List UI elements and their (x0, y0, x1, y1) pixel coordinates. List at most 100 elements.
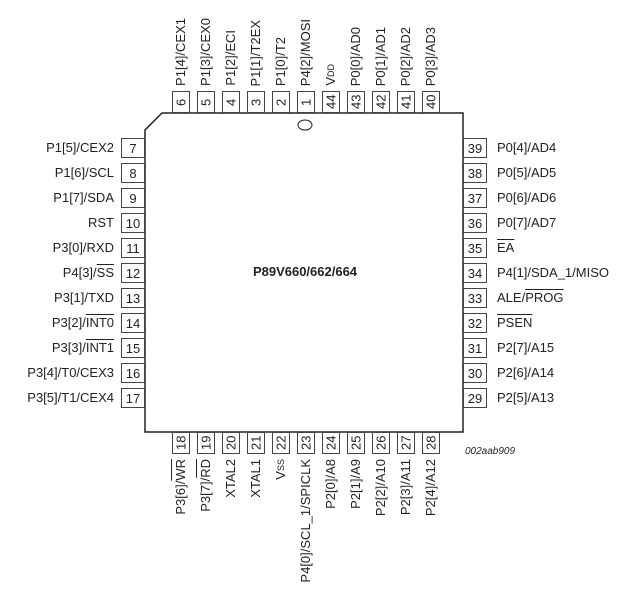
pin-label: P0[7]/AD7 (497, 216, 556, 229)
pin-label-segment: WR (173, 459, 188, 481)
pin-label: EA (497, 241, 514, 254)
pin-label-segment: P4[1]/SDA_1/MISO (497, 265, 609, 280)
pin-label: P2[6]/A14 (497, 366, 554, 379)
pin-label: P0[1]/AD1 (373, 26, 388, 86)
pin-label-segment: P2[2]/A10 (373, 459, 388, 517)
pin-label-segment: EA (497, 240, 515, 255)
pin-label-segment: V (273, 471, 288, 480)
pin-label: ALE/PROG (497, 291, 563, 304)
pin-label: P2[4]/A12 (423, 459, 438, 517)
pin-label-segment: PROG (525, 290, 564, 305)
pin-label: P0[4]/AD4 (497, 141, 556, 154)
pin-number-box: 1 (297, 91, 315, 113)
pin-label: P3[7]/RD (198, 459, 213, 512)
pin-label-segment: XTAL2 (223, 459, 238, 498)
pin-number-box: 33 (463, 288, 487, 308)
pin-label-segment: PSEN (497, 315, 533, 330)
pin-label-segment: INT0 (85, 315, 114, 330)
pin-label: P1[7]/SDA (53, 191, 114, 204)
pin-number-box: 25 (347, 432, 365, 454)
pin-number-box: 26 (372, 432, 390, 454)
pin-label-segment: P0[4]/AD4 (497, 140, 557, 155)
pin-label-segment: P1[5]/CEX2 (46, 140, 114, 155)
pin-label-segment: P2[0]/A8 (323, 459, 338, 509)
pin-number-box: 9 (121, 188, 145, 208)
pin-label: P1[1]/T2EX (248, 19, 263, 86)
pin-label-segment: SS (96, 265, 114, 280)
pin-label-segment: P3[7]/ (198, 477, 213, 512)
pin-label: P1[2]/ECI (223, 30, 238, 86)
pin-number-box: 36 (463, 213, 487, 233)
pin-number-box: 21 (247, 432, 265, 454)
pin-label-segment: P0[3]/AD3 (423, 26, 438, 86)
pin-number-box: 2 (272, 91, 290, 113)
pin-label: P0[2]/AD2 (398, 27, 413, 86)
pin-label-segment: P1[2]/ECI (223, 30, 238, 86)
pin-label-segment: P2[5]/A13 (497, 390, 555, 405)
pin-label-segment: RST (88, 215, 114, 230)
pin-label: P3[5]/T1/CEX4 (27, 391, 114, 404)
pin-label-segment: INT1 (85, 340, 114, 355)
pin-label-segment: P4[0]/SCL_1/SPICLK (298, 459, 313, 583)
pin-label: P3[4]/T0/CEX3 (27, 366, 114, 379)
pin-label: P0[3]/AD3 (423, 26, 438, 86)
pin-label: P1[3]/CEX0 (198, 18, 213, 86)
pin-label-segment: P3[4]/T0/CEX3 (27, 365, 114, 380)
pin-label: P0[6]/AD6 (497, 191, 556, 204)
pin-number-box: 8 (121, 163, 145, 183)
pin-label-segment: P0[0]/AD0 (348, 26, 363, 86)
pin-label: P1[6]/SCL (55, 166, 114, 179)
pin-number-box: 44 (322, 91, 340, 113)
pin-label: P2[2]/A10 (373, 459, 388, 517)
pin-number-box: 38 (463, 163, 487, 183)
pin-label-segment: RD (198, 459, 213, 478)
pin-number-box: 6 (172, 91, 190, 113)
pin-label: P3[2]/INT0 (52, 316, 114, 329)
pin-label: VDD (323, 64, 338, 86)
pin-label: RST (88, 216, 114, 229)
pin-number-box: 41 (397, 91, 415, 113)
pin-number-box: 13 (121, 288, 145, 308)
pin-number-box: 7 (121, 138, 145, 158)
pin-label-segment: P3[2]/ (51, 315, 86, 330)
pin-label-segment: P2[7]/A15 (497, 340, 555, 355)
pin-number-box: 31 (463, 338, 487, 358)
pin-label-segment: P3[5]/T1/CEX4 (27, 390, 114, 405)
pin-label: P1[0]/T2 (273, 37, 288, 86)
figure-code: 002aab909 (465, 446, 516, 457)
pin-label: P2[5]/A13 (497, 391, 554, 404)
pin-number-box: 11 (121, 238, 145, 258)
pin-number-box: 34 (463, 263, 487, 283)
pin-label-segment: DD (326, 64, 336, 78)
pin-label-segment: P4[2]/MOSI (298, 18, 313, 86)
pin-number-box: 35 (463, 238, 487, 258)
pin-number-box: 29 (463, 388, 487, 408)
pin-number-box: 30 (463, 363, 487, 383)
pin-label: P4[1]/SDA_1/MISO (497, 266, 609, 279)
pin-label-segment: P2[1]/A9 (348, 459, 363, 509)
pin-label: P3[0]/RXD (53, 241, 114, 254)
pin-label: PSEN (497, 316, 532, 329)
pin-number-box: 10 (121, 213, 145, 233)
pin-number-box: 24 (322, 432, 340, 454)
pin-label-segment: P1[4]/CEX1 (173, 18, 188, 86)
pin-label: P4[3]/SS (63, 266, 114, 279)
pin-number-box: 39 (463, 138, 487, 158)
pin-label-segment: P2[3]/A11 (398, 459, 413, 516)
pin-label: P2[1]/A9 (348, 459, 363, 509)
pin-label-segment: P0[1]/AD1 (373, 26, 388, 86)
pin-label-segment: P3[1]/TXD (54, 290, 114, 305)
pin-label-segment: P3[6]/ (173, 480, 188, 515)
pin-number-box: 43 (347, 91, 365, 113)
pin1-notch-icon (297, 119, 313, 131)
pin-label-segment: P3[0]/RXD (52, 240, 114, 255)
pin-label-segment: P0[6]/AD6 (497, 190, 557, 205)
pin-label: P2[7]/A15 (497, 341, 554, 354)
pin-label-segment: XTAL1 (248, 459, 263, 498)
pin-number-box: 20 (222, 432, 240, 454)
pin-label-segment: ALE/ (497, 290, 526, 305)
pin-label-segment: P1[1]/T2EX (248, 19, 263, 86)
pin-number-box: 19 (197, 432, 215, 454)
pin-label-segment: P2[4]/A12 (423, 459, 438, 517)
